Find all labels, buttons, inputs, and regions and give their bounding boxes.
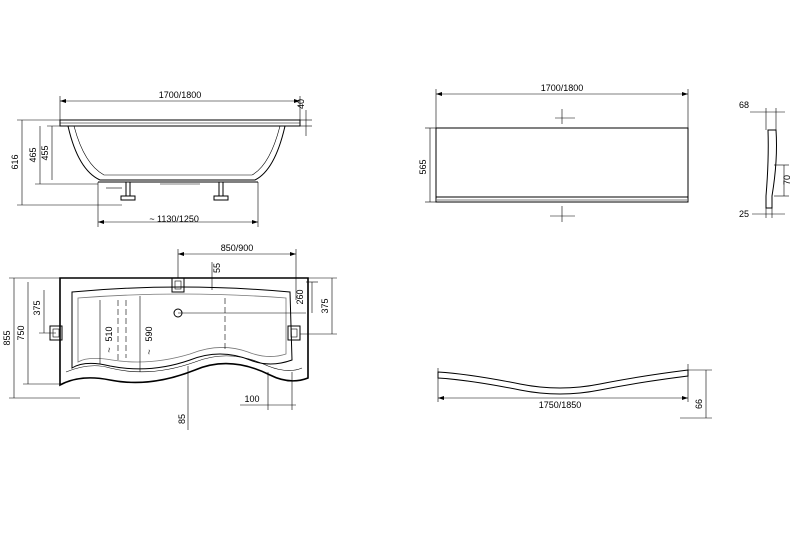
dim-side-approx: ~ bbox=[149, 214, 154, 224]
dim-panel-height: 565 bbox=[418, 159, 428, 174]
dim-top-bottom-100: 100 bbox=[244, 394, 259, 404]
dim-top-drain-offset: 55 bbox=[212, 263, 222, 273]
dim-top-inner-510: 510 bbox=[104, 326, 114, 341]
dim-top-right-375: 375 bbox=[320, 298, 330, 313]
dim-side-total-height: 616 bbox=[10, 154, 20, 169]
dim-top-depth-mid: 750 bbox=[16, 325, 26, 340]
dim-side-base: 1130/1250 bbox=[157, 214, 199, 224]
bathtub-side-view: 1700/1800 40 616 465 455 ~ 1130/1250 bbox=[10, 90, 312, 227]
dim-top-inner-590-approx: ~ bbox=[144, 349, 154, 354]
curved-panel-view: 1750/1850 66 bbox=[437, 364, 712, 419]
dim-top-bottom-85: 85 bbox=[177, 414, 187, 424]
dim-top-right-260: 260 bbox=[295, 289, 305, 304]
leg-right bbox=[213, 182, 229, 201]
leg-left bbox=[120, 182, 136, 201]
dim-side-width: 1700/1800 bbox=[159, 90, 202, 100]
dim-top-inner-510-approx: ~ bbox=[104, 347, 114, 352]
dim-top-depth-total: 855 bbox=[2, 330, 12, 345]
dim-side-rim: 40 bbox=[296, 99, 306, 109]
dim-panel-width: 1700/1800 bbox=[541, 83, 584, 93]
dim-curved-width: 1750/1850 bbox=[539, 400, 582, 410]
dim-side-inner-height: 455 bbox=[40, 145, 50, 160]
dim-profile-bottom: 25 bbox=[739, 209, 749, 219]
dim-profile-top: 68 bbox=[739, 100, 749, 110]
panel-profile-view: 68 70 25 bbox=[739, 100, 792, 219]
dim-profile-middle: 70 bbox=[782, 175, 792, 185]
dim-top-inner-590: 590 bbox=[144, 326, 154, 341]
dim-top-left-375: 375 bbox=[32, 300, 42, 315]
dim-top-width: 850/900 bbox=[221, 243, 254, 253]
right-fitting-icon bbox=[287, 325, 301, 341]
overflow-fitting-icon bbox=[171, 277, 185, 293]
dim-side-mid-height: 465 bbox=[28, 147, 38, 162]
dim-curved-height: 66 bbox=[694, 399, 704, 409]
front-panel-view: 1700/1800 565 bbox=[418, 83, 689, 222]
bathtub-top-view: 850/900 55 855 750 375 ~ 510 ~ 590 260 bbox=[2, 243, 337, 430]
